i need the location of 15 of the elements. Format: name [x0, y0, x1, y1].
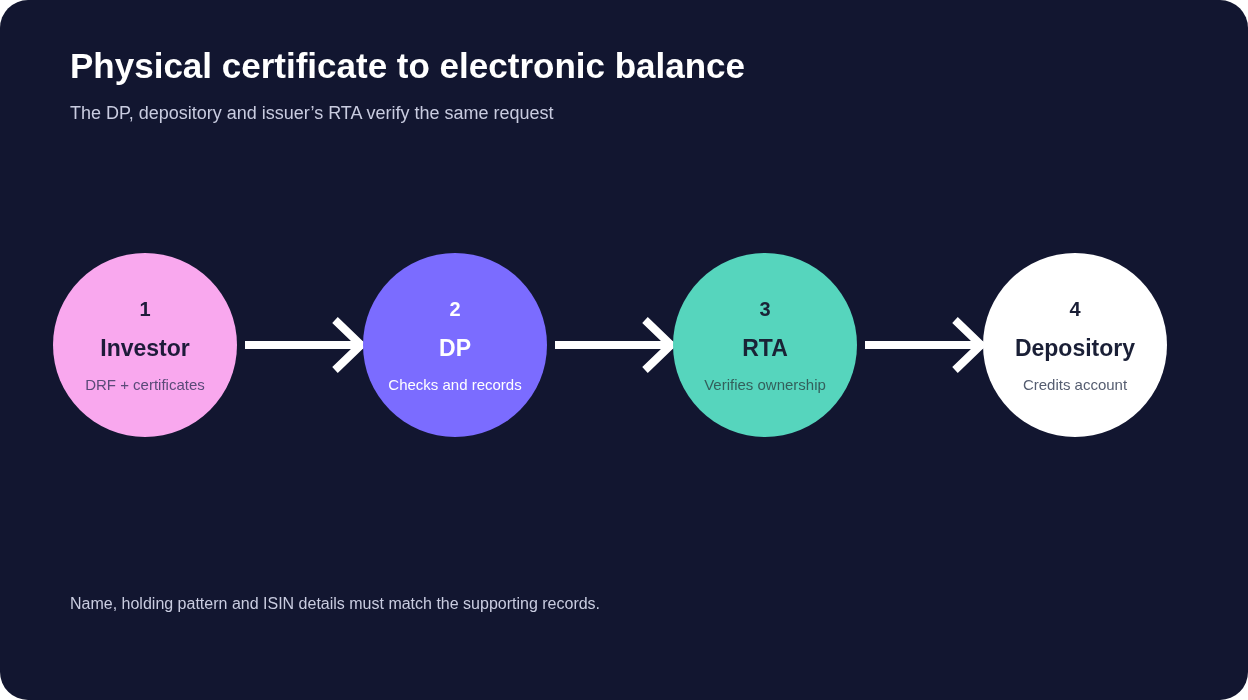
step-number: 4 — [1069, 297, 1081, 321]
step-number: 1 — [139, 297, 151, 321]
step-description: Credits account — [1022, 375, 1128, 393]
step-title: Investor — [100, 334, 190, 362]
subtitle: The DP, depository and issuer’s RTA verify the same request — [70, 103, 554, 124]
step-number: 3 — [759, 297, 771, 321]
step-title: DP — [439, 334, 471, 362]
step-description: Verifies ownership — [704, 375, 826, 393]
step-title: RTA — [742, 334, 788, 362]
step-description: DRF + certificates — [85, 375, 205, 393]
step-title: Depository — [1014, 334, 1136, 362]
title: Physical certificate to electronic balance — [70, 46, 745, 86]
footnote: Name, holding pattern and ISIN details must match the supporting records. — [70, 595, 601, 613]
step-number: 2 — [449, 297, 461, 321]
step-description: Checks and records — [388, 375, 522, 393]
